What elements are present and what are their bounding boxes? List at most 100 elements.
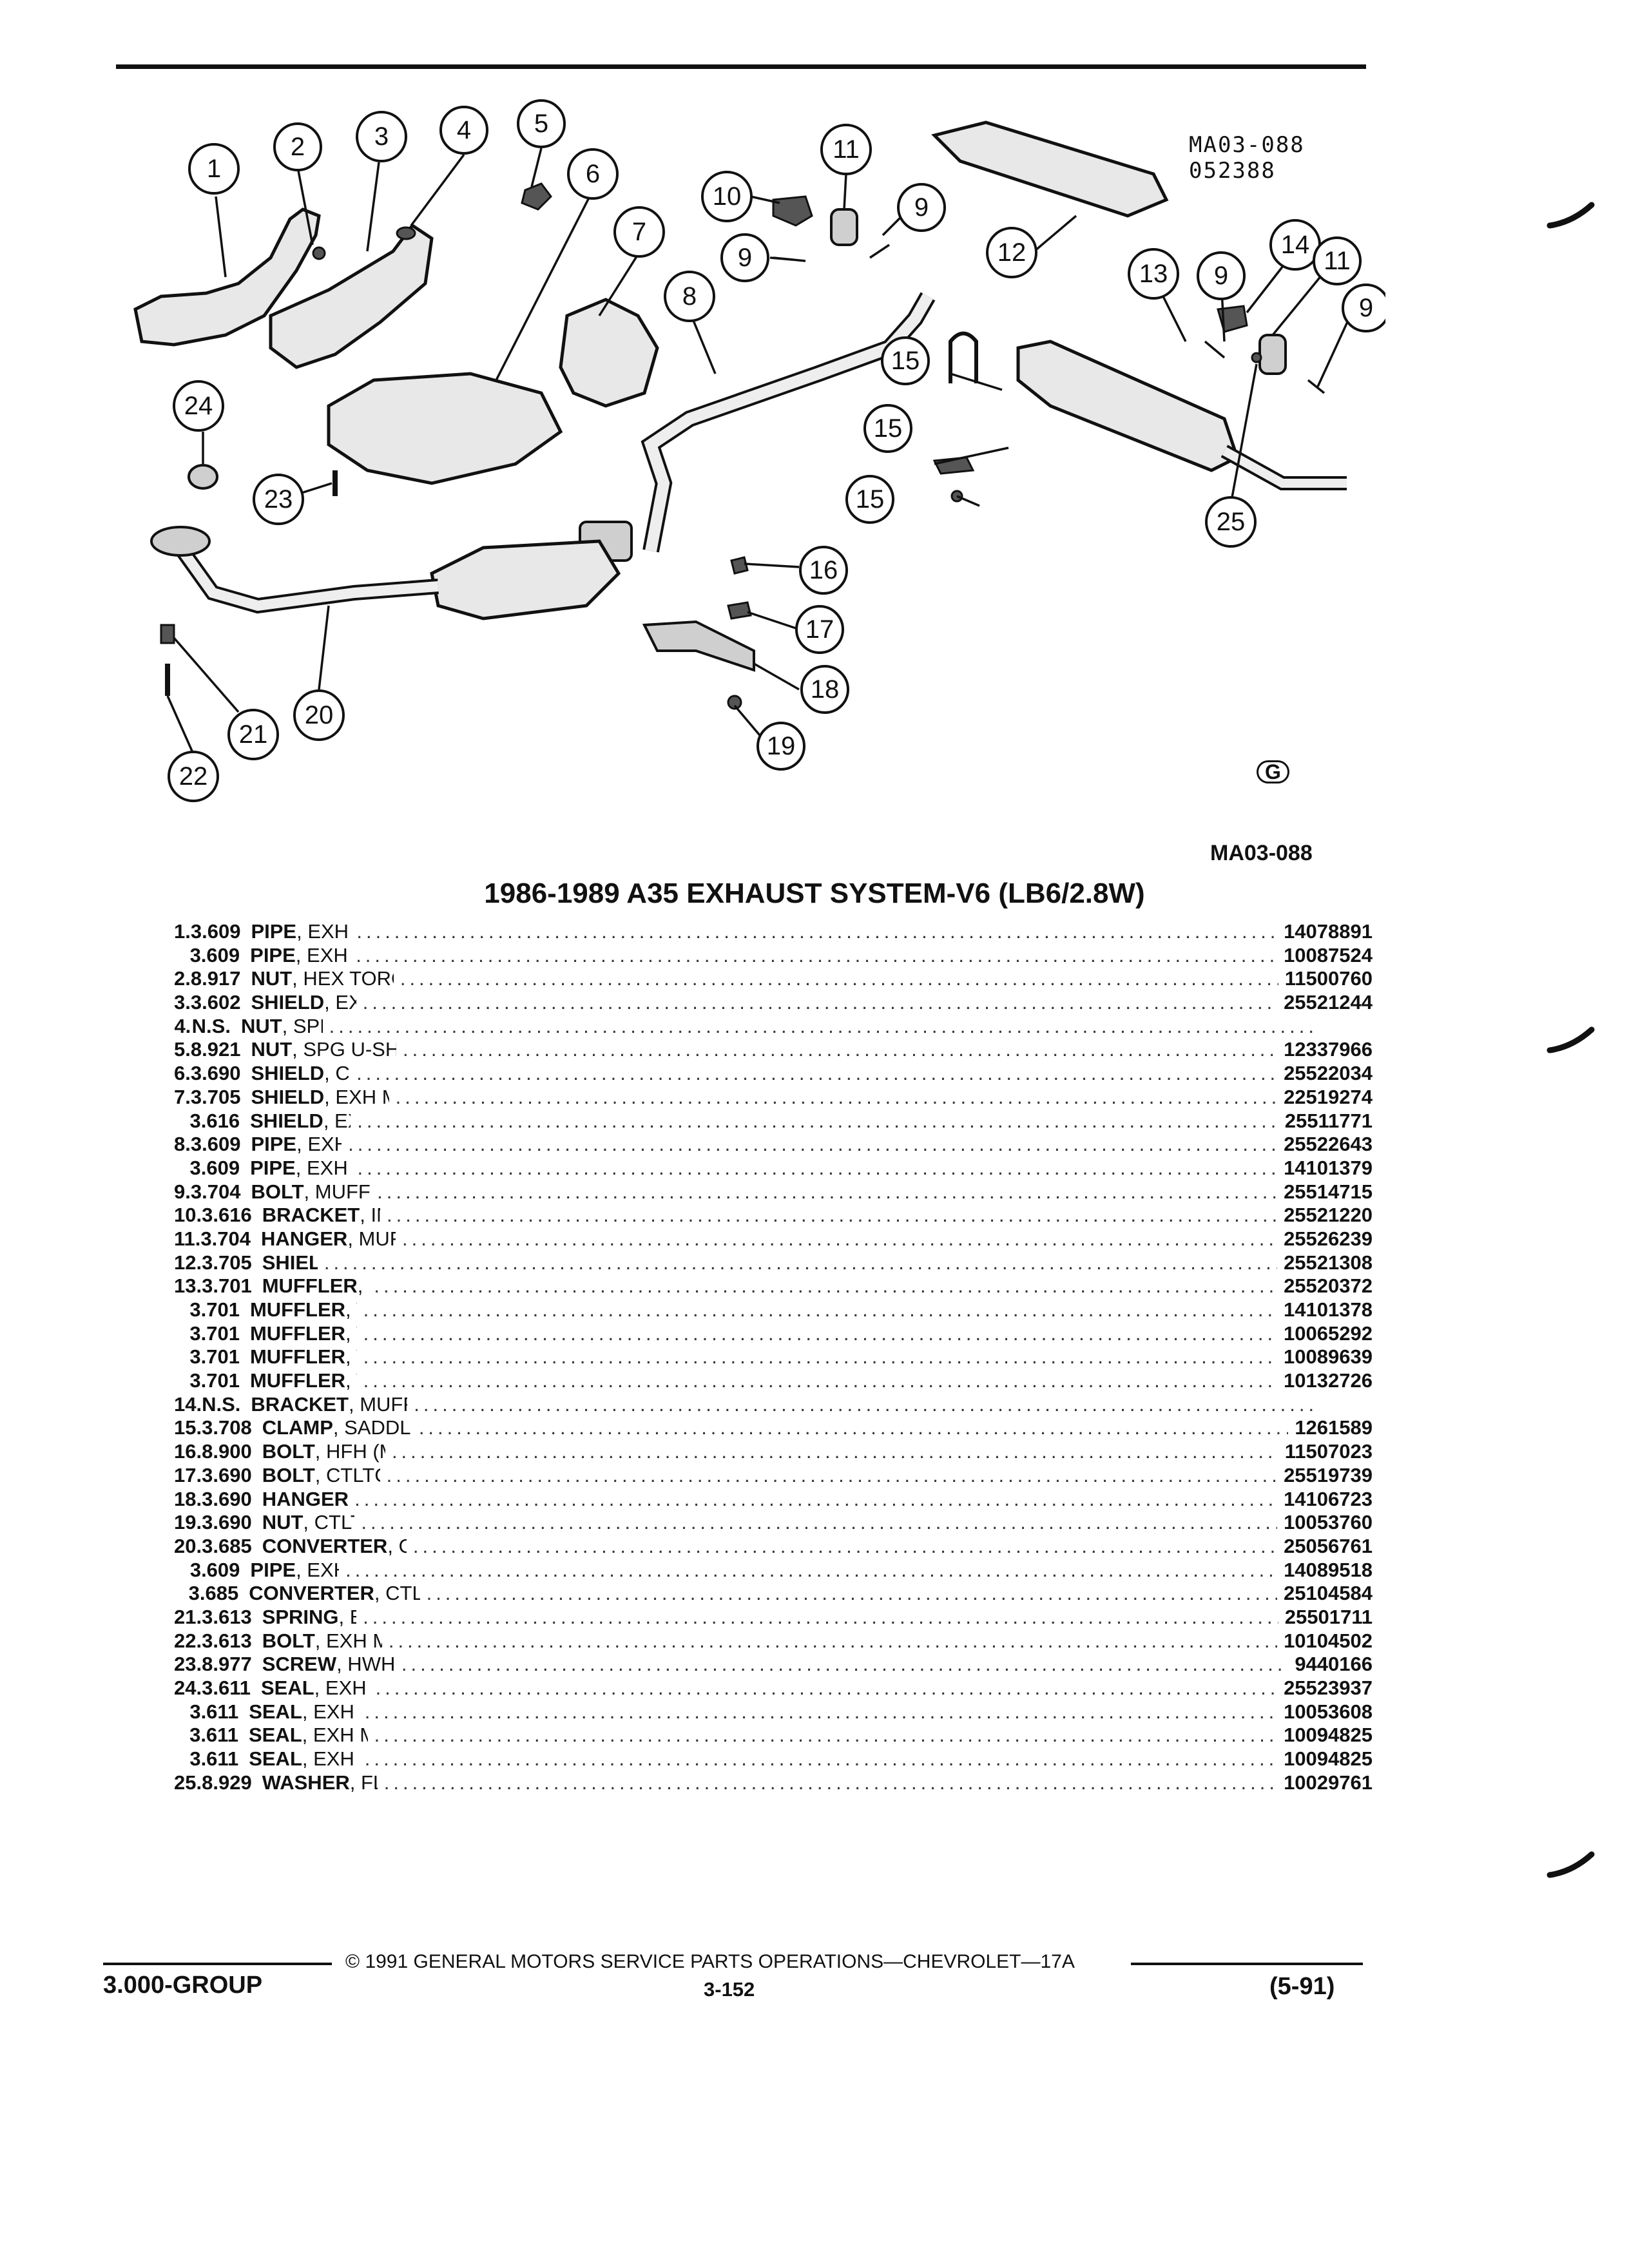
part-number: 14101378 bbox=[1284, 1298, 1373, 1321]
part-number: 25521220 bbox=[1284, 1204, 1373, 1227]
item-number: 21. bbox=[174, 1605, 202, 1628]
part-description: NUT, SPRING (#8-18) bbox=[241, 1015, 323, 1039]
svg-text:20: 20 bbox=[305, 701, 334, 729]
dot-leader bbox=[363, 1606, 1278, 1629]
part-number: 10104502 bbox=[1284, 1629, 1373, 1652]
item-number: 14. bbox=[174, 1392, 202, 1416]
dot-leader bbox=[363, 991, 1277, 1015]
part-bolt-16 bbox=[730, 556, 749, 575]
dot-leader bbox=[414, 1393, 1320, 1417]
part-number: 14106723 bbox=[1284, 1487, 1373, 1510]
footer-rule-left bbox=[103, 1963, 332, 1965]
group-number: 3.609 bbox=[189, 1156, 240, 1179]
part-name: PIPE bbox=[251, 1133, 297, 1156]
part-number: 25522034 bbox=[1284, 1062, 1373, 1085]
part-name: SEAL bbox=[248, 1724, 302, 1747]
part-description: CONVERTER, CTLTC (MONOLITHIC)(1985) bbox=[262, 1535, 407, 1559]
dot-leader bbox=[387, 1464, 1277, 1488]
dot-leader bbox=[363, 1322, 1277, 1346]
part-description: SCREW, HWH TAP (M4.8X1.59X13) PC bbox=[262, 1653, 395, 1677]
figure-code-line1: MA03-088 bbox=[1189, 132, 1305, 158]
group-number: 3.613 bbox=[202, 1629, 252, 1652]
group-number: 3.616 bbox=[202, 1204, 252, 1227]
part-number: 10089639 bbox=[1284, 1345, 1373, 1369]
part-detail: , FL (M9.1X31.5X3.1) ZC bbox=[349, 1771, 378, 1794]
part-detail: , W/TAILPIPE (1988) bbox=[345, 1345, 357, 1369]
part-detail: , SPG U-SHAPE MULTI-THD (M8X1.25) bbox=[292, 1038, 397, 1061]
item-number: 1. bbox=[174, 920, 191, 943]
svg-text:7: 7 bbox=[632, 218, 646, 246]
svg-text:22: 22 bbox=[179, 762, 208, 791]
part-description: MUFFLER, W/TAILPIPE (1988) bbox=[250, 1345, 357, 1369]
part-description: MUFFLER, W/TAILPIPE (1989) bbox=[250, 1369, 357, 1393]
part-detail: , HWH TAP (M4.8X1.59X13) PC bbox=[336, 1653, 395, 1676]
part-detail: , CTLTC-W/EXH MANIF PIPE (1986-88) bbox=[374, 1582, 420, 1605]
part-description: PIPE, EXH (INTER)(1985) bbox=[251, 1133, 342, 1157]
top-rule bbox=[116, 64, 1366, 69]
part-number: 10132726 bbox=[1284, 1369, 1373, 1392]
figure-id: MA03-088 bbox=[1210, 841, 1313, 865]
part-description: PIPE, EXH (INTER)(1986-88) bbox=[250, 1157, 351, 1180]
dot-leader bbox=[413, 1535, 1277, 1559]
item-number: 24. bbox=[174, 1677, 202, 1699]
part-number: 25501711 bbox=[1284, 1605, 1373, 1628]
part-detail: , MUFF & INTER PIPE HNGR bbox=[304, 1180, 371, 1203]
part-muff-inter-shield bbox=[559, 298, 659, 408]
svg-text:24: 24 bbox=[184, 392, 213, 420]
svg-text:4: 4 bbox=[457, 116, 471, 144]
part-number: 1261589 bbox=[1295, 1416, 1373, 1439]
part-number: 14078891 bbox=[1284, 920, 1373, 943]
part-number: 11507023 bbox=[1284, 1440, 1373, 1463]
part-number: 10065292 bbox=[1284, 1321, 1373, 1345]
part-name: NUT bbox=[240, 1014, 282, 1037]
revision-date: (5-91) bbox=[1269, 1973, 1335, 2000]
part-description: PIPE, EXH C/OVR (1987-88) bbox=[250, 944, 349, 968]
page-number: 3-152 bbox=[704, 1978, 755, 2001]
item-number: 12. bbox=[174, 1251, 202, 1274]
callout-5: 5 bbox=[517, 99, 566, 148]
part-detail: , SADDLE TYPE (FITS 50.80MM/2.00) bbox=[333, 1416, 412, 1439]
part-name: NUT bbox=[251, 1038, 293, 1061]
group-number: 3.701 bbox=[189, 1345, 240, 1369]
dot-leader bbox=[374, 1274, 1277, 1298]
group-number: 3.690 bbox=[202, 1487, 252, 1510]
copyright-notice: © 1991 GENERAL MOTORS SERVICE PARTS OPER… bbox=[345, 1951, 1075, 1972]
part-washer-25 bbox=[1251, 352, 1262, 363]
callout-8: 8 bbox=[664, 271, 715, 322]
part-name: PIPE bbox=[251, 920, 297, 943]
part-number: 22519274 bbox=[1284, 1085, 1373, 1108]
part-name: SHIELD bbox=[250, 1109, 323, 1132]
part-name: MUFFLER bbox=[249, 1369, 346, 1392]
dot-leader bbox=[402, 1227, 1277, 1251]
dot-leader bbox=[348, 1133, 1277, 1157]
dot-leader bbox=[324, 1251, 1277, 1275]
part-name: SHIELD bbox=[251, 1062, 325, 1085]
dot-leader bbox=[365, 1700, 1277, 1724]
item-number: 19. bbox=[174, 1511, 202, 1534]
callout-13: 13 bbox=[1128, 248, 1179, 300]
dot-leader bbox=[389, 1629, 1277, 1653]
part-detail: , CTLTC CONV UPR bbox=[324, 1062, 350, 1085]
part-row: 3.701 MUFFLER, W/TAILPIPE (1989) 10132726 bbox=[174, 1369, 1373, 1393]
part-number: 25521244 bbox=[1284, 991, 1373, 1014]
part-number: 25056761 bbox=[1284, 1534, 1373, 1557]
group-number: 3.701 bbox=[189, 1369, 240, 1392]
part-name: BOLT bbox=[262, 1440, 315, 1463]
group-number: 8.900 bbox=[202, 1440, 252, 1463]
part-number: 25520372 bbox=[1284, 1274, 1373, 1298]
part-converter bbox=[430, 539, 621, 620]
dot-leader bbox=[384, 1771, 1277, 1795]
part-description: MUFFLER, W/TAILPIPE (1985) bbox=[262, 1274, 368, 1298]
part-number: 14089518 bbox=[1284, 1558, 1373, 1581]
svg-text:23: 23 bbox=[264, 485, 293, 514]
group-number: 8.921 bbox=[190, 1038, 241, 1061]
